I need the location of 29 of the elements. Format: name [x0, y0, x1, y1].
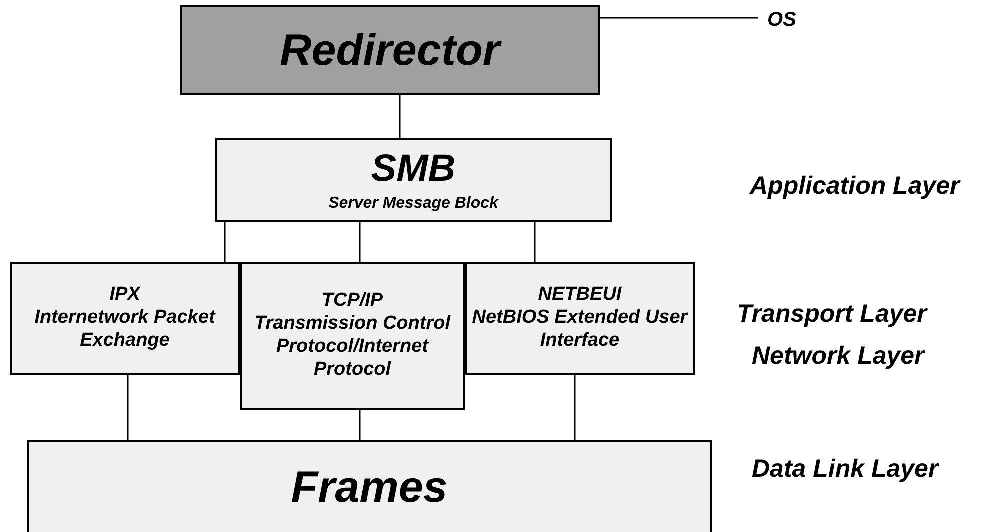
- box-subtitle: Internetwork Packet Exchange: [34, 307, 217, 353]
- connector-line: [534, 222, 536, 262]
- box-title: NETBEUI: [537, 284, 623, 308]
- connector-line: [359, 222, 361, 262]
- layer-label: Data Link Layer: [752, 454, 938, 485]
- box-subtitle: NetBIOS Extended User Interface: [471, 307, 690, 353]
- box-title: SMB: [370, 147, 457, 192]
- layer-box: [465, 262, 695, 375]
- layer-label: Application Layer: [750, 171, 960, 202]
- connector-line: [399, 95, 401, 138]
- layer-box: [215, 138, 612, 222]
- connector-line: [600, 17, 758, 19]
- box-subtitle: Server Message Block: [328, 194, 500, 214]
- layer-box: [27, 440, 712, 532]
- box-title: Frames: [290, 462, 449, 514]
- text-label: OS: [766, 8, 798, 33]
- connector-line: [574, 375, 576, 440]
- connector-line: [359, 410, 361, 440]
- layer-box: [180, 5, 600, 95]
- box-title: IPX: [108, 284, 142, 308]
- layer-label: Network Layer: [752, 341, 924, 372]
- box-title: Redirector: [278, 24, 503, 76]
- layer-box: [10, 262, 240, 375]
- box-title: TCP/IP: [320, 290, 384, 314]
- connector-line: [127, 375, 129, 440]
- layer-box: [240, 262, 465, 410]
- connector-line: [224, 222, 226, 262]
- layer-label: Transport Layer: [737, 299, 927, 330]
- box-subtitle: Transmission Control Protocol/Internet Protocol: [253, 313, 452, 382]
